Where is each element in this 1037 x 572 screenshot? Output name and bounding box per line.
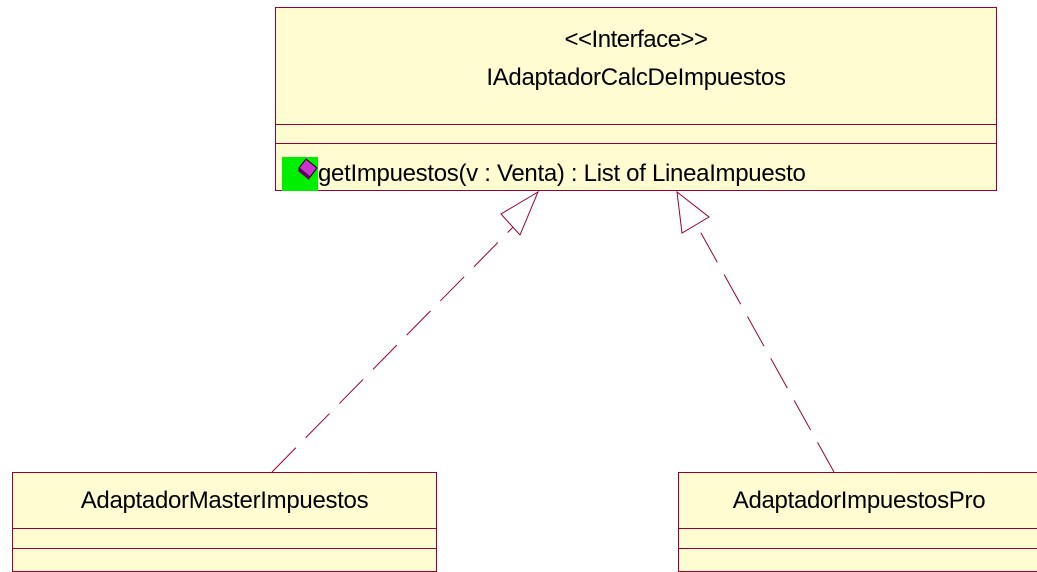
public-operation-icon [282,157,318,191]
realization-line-pro [695,223,835,473]
interface-name: IAdaptadorCalcDeImpuestos [486,64,786,91]
realization-arrowhead-master [500,190,540,236]
interface-operations-compartment: getImpuestos(v : Venta) : List of LineaI… [276,144,996,191]
class-name: AdaptadorMasterImpuestos [13,473,436,529]
realization-line-master [271,221,519,473]
interface-attributes-compartment [276,125,996,144]
interface-class-box[interactable]: <<Interface>> IAdaptadorCalcDeImpuestos … [275,7,997,191]
interface-stereotype: <<Interface>> [564,26,708,53]
operation-label: getImpuestos(v : Venta) : List of LineaI… [318,160,806,187]
class-box-adaptador-impuestos-pro[interactable]: AdaptadorImpuestosPro [678,472,1037,572]
class-attributes-compartment [679,529,1037,549]
class-attributes-compartment [13,529,436,549]
interface-name-compartment: <<Interface>> IAdaptadorCalcDeImpuestos [276,8,996,125]
class-name: AdaptadorImpuestosPro [679,473,1037,529]
operation-row[interactable]: getImpuestos(v : Venta) : List of LineaI… [282,157,806,191]
realization-arrowhead-pro [676,190,710,234]
class-box-adaptador-master-impuestos[interactable]: AdaptadorMasterImpuestos [12,472,437,572]
